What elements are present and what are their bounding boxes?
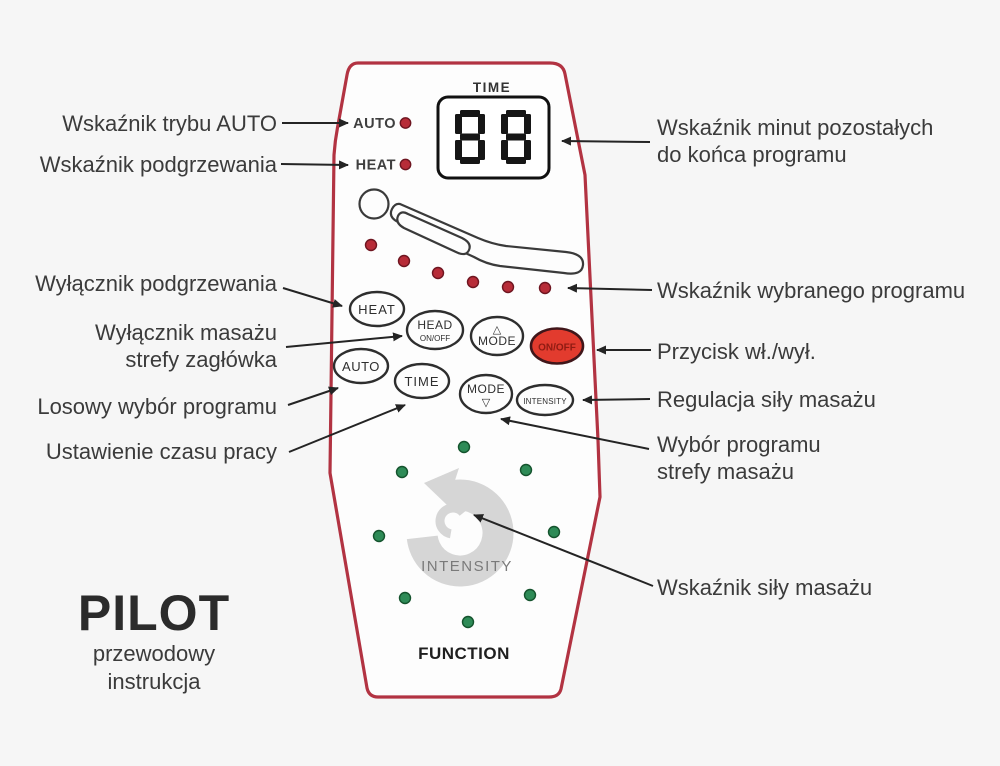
intensity-wheel-label: INTENSITY: [421, 558, 513, 575]
callout-arrow-time-button: [288, 404, 406, 453]
auto-indicator-label: AUTO: [353, 116, 396, 132]
program-dot: [397, 254, 411, 268]
callout-arrow-heat-indicator: [280, 160, 349, 170]
time-display-label: TIME: [473, 80, 511, 95]
mode-up-button[interactable]: △ MODE: [469, 315, 525, 357]
program-indicator-dots: [364, 238, 552, 295]
callout-arrow-display: [561, 136, 651, 146]
heat-button-label: HEAT: [358, 302, 396, 317]
callout-label-intensity-button: Regulacja siły masażu: [657, 387, 876, 412]
callout-label-display-line1: Wskaźnik minut pozostałych: [657, 115, 934, 140]
callout-arrow-intensity-button: [582, 395, 651, 405]
intensity-dots: [372, 440, 561, 629]
callout-arrow-mode-down-button: [500, 416, 650, 450]
callout-arrows: [280, 118, 654, 587]
callout-arrow-heat-button: [282, 287, 343, 308]
callout-label-intensity-wheel: Wskaźnik siły masażu: [657, 575, 873, 600]
branding-block: PILOT przewodowy instrukcja: [38, 586, 270, 696]
callout-label-mode-down-button: Wybór programu strefy masażu: [657, 431, 821, 485]
program-dot: [501, 280, 515, 294]
callout-label-head-line1: Wyłącznik masażu: [95, 320, 277, 345]
callout-label-auto-button: Losowy wybór programu: [37, 394, 277, 419]
time-button-label: TIME: [404, 374, 439, 389]
heat-indicator-dot: [399, 158, 412, 171]
program-dot: [364, 238, 378, 252]
callout-label-display-line2: do końca programu: [657, 142, 847, 167]
callout-label-heat-indicator: Wskaźnik podgrzewania: [39, 152, 277, 177]
branding-title: PILOT: [77, 585, 231, 641]
heat-indicator: HEAT: [356, 158, 412, 174]
mode-down-button[interactable]: MODE ▽: [458, 373, 514, 415]
callout-label-auto-indicator: Wskaźnik trybu AUTO: [62, 111, 277, 136]
intensity-dot: [457, 440, 471, 454]
auto-button[interactable]: AUTO: [332, 347, 390, 385]
time-display: TIME: [436, 80, 551, 180]
auto-indicator: AUTO: [353, 116, 412, 132]
onoff-button[interactable]: ON/OFF: [529, 327, 585, 365]
intensity-dot: [372, 529, 386, 543]
callout-label-heat-button: Wyłącznik podgrzewania: [35, 271, 277, 296]
callout-arrow-auto-button: [287, 386, 339, 406]
callout-label-mode-down-line2: strefy masażu: [657, 459, 794, 484]
intensity-dot: [523, 588, 537, 602]
auto-button-label: AUTO: [342, 359, 380, 374]
branding-subtitle-2: instrukcja: [107, 669, 201, 694]
callout-label-display: Wskaźnik minut pozostałych do końca prog…: [657, 114, 933, 168]
intensity-button-label: INTENSITY: [523, 397, 567, 406]
mode-up-symbol: △: [493, 324, 502, 336]
mode-up-label: MODE: [478, 334, 516, 348]
heat-indicator-label: HEAT: [356, 158, 396, 174]
auto-indicator-dot: [399, 117, 412, 129]
branding-subtitle-1: przewodowy: [92, 641, 216, 666]
callout-label-mode-down-line1: Wybór programu: [657, 432, 821, 457]
callout-label-onoff-button: Przycisk wł./wył.: [657, 339, 816, 364]
heat-button[interactable]: HEAT: [348, 290, 406, 328]
callout-label-time-button: Ustawienie czasu pracy: [45, 439, 277, 464]
intensity-dot: [519, 463, 533, 477]
function-label: FUNCTION: [418, 644, 510, 663]
program-dot: [538, 281, 552, 295]
callout-arrow-head-button: [285, 332, 403, 348]
intensity-dot: [395, 465, 409, 479]
callout-label-head-button: Wyłącznik masażu strefy zagłówka: [95, 319, 277, 373]
head-button-label: HEAD: [417, 318, 452, 332]
callout-label-head-line2: strefy zagłówka: [125, 347, 277, 372]
callout-arrow-intensity-wheel: [473, 514, 654, 587]
mode-down-label: MODE: [467, 382, 505, 396]
seven-segment-digits: [455, 110, 531, 164]
mode-down-symbol: ▽: [482, 397, 491, 409]
intensity-wheel-icon: INTENSITY: [406, 468, 514, 587]
intensity-dot: [547, 525, 561, 539]
intensity-button[interactable]: INTENSITY: [515, 383, 575, 417]
intensity-dot: [461, 615, 475, 629]
program-dot: [466, 275, 480, 289]
onoff-button-label: ON/OFF: [538, 343, 576, 354]
callout-label-program-dots: Wskaźnik wybranego programu: [657, 278, 966, 303]
callout-arrow-program-dots: [567, 283, 653, 293]
intensity-dot: [398, 591, 412, 605]
head-button-sublabel: ON/OFF: [420, 334, 450, 343]
massage-chair-icon: [358, 188, 585, 275]
time-button[interactable]: TIME: [393, 362, 451, 400]
head-onoff-button[interactable]: HEAD ON/OFF: [405, 309, 465, 351]
program-dot: [431, 266, 445, 280]
